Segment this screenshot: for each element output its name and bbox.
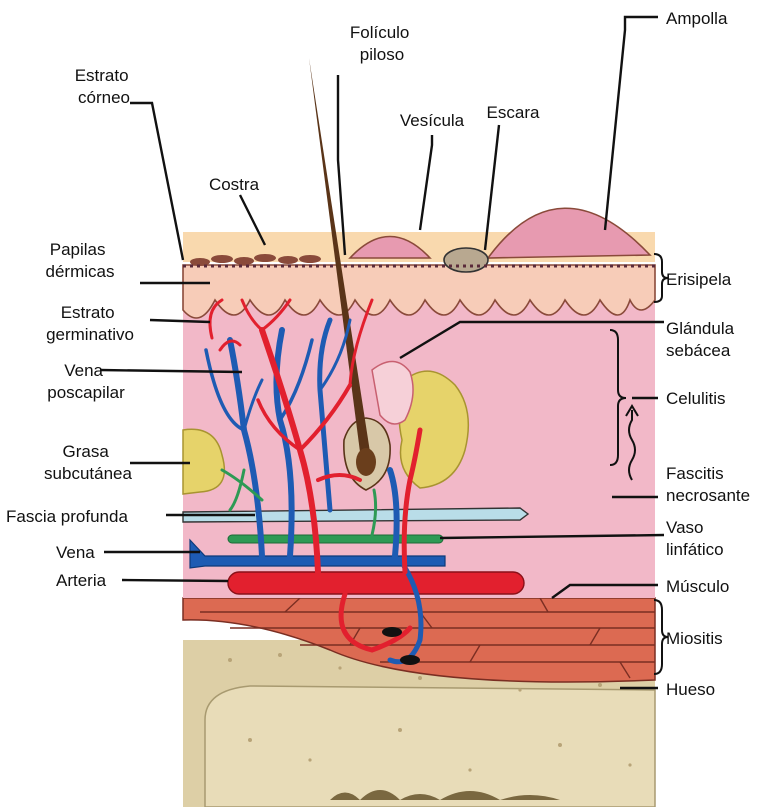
bone-cortex xyxy=(205,686,655,807)
ampolla-blister xyxy=(488,208,650,258)
label-vaso-linfatico: Vaso linfático xyxy=(666,518,724,559)
leader-estrato-corneo xyxy=(130,103,183,260)
leader-ampolla xyxy=(605,17,658,230)
label-vena-poscapilar-line1: Vena xyxy=(64,361,103,380)
label-ampolla: Ampolla xyxy=(666,9,728,28)
label-papilas-dermicas: Papilas dérmicas xyxy=(46,240,115,281)
label-erisipela: Erisipela xyxy=(666,270,732,289)
label-estrato-corneo-line1: Estrato xyxy=(75,66,129,85)
label-foliculo-piloso: Folículo piloso xyxy=(350,23,414,64)
label-glandula-line2: sebácea xyxy=(666,341,731,360)
label-vaso-line1: Vaso xyxy=(666,518,704,537)
label-miositis: Miositis xyxy=(666,629,723,648)
label-celulitis: Celulitis xyxy=(666,389,726,408)
vessel-knot-lower xyxy=(400,655,420,665)
leader-vesicula xyxy=(420,135,432,230)
label-glandula-line1: Glándula xyxy=(666,319,735,338)
label-fascia-profunda: Fascia profunda xyxy=(6,507,128,526)
label-costra: Costra xyxy=(209,175,260,194)
label-escara: Escara xyxy=(487,103,540,122)
label-papilas-line2: dérmicas xyxy=(46,262,115,281)
leader-arteria xyxy=(122,580,228,581)
hair-bulb xyxy=(356,448,376,476)
label-estrato-corneo: Estrato córneo xyxy=(75,66,134,107)
label-papilas-line1: Papilas xyxy=(50,240,106,259)
label-estrato-germinativo: Estrato germinativo xyxy=(46,303,134,344)
label-fascitis-line2: necrosante xyxy=(666,486,750,505)
label-vena-poscapilar: Vena poscapilar xyxy=(47,361,125,402)
leader-foliculo xyxy=(338,75,345,255)
escara-eschar xyxy=(444,248,488,272)
label-foliculo-line2: piloso xyxy=(360,45,404,64)
label-fascitis-necrosante: Fascitis necrosante xyxy=(666,464,750,505)
label-vesicula: Vesícula xyxy=(400,111,465,130)
vessel-knot-upper xyxy=(382,627,402,637)
label-vaso-line2: linfático xyxy=(666,540,724,559)
label-vena: Vena xyxy=(56,543,95,562)
label-fascitis-line1: Fascitis xyxy=(666,464,724,483)
label-estrato-corneo-line2: córneo xyxy=(78,88,130,107)
label-arteria: Arteria xyxy=(56,571,107,590)
label-grasa-subcutanea: Grasa subcutánea xyxy=(44,442,132,483)
tissue-illustration xyxy=(183,58,655,807)
label-musculo: Músculo xyxy=(666,577,729,596)
label-germinativo-line1: Estrato xyxy=(61,303,115,322)
label-hueso: Hueso xyxy=(666,680,715,699)
artery-main xyxy=(228,572,524,594)
leader-escara xyxy=(485,125,499,250)
label-vena-poscapilar-line2: poscapilar xyxy=(47,383,125,402)
label-grasa-line2: subcutánea xyxy=(44,464,132,483)
label-foliculo-line1: Folículo xyxy=(350,23,410,42)
label-glandula-sebacea: Glándula sebácea xyxy=(666,319,739,360)
label-grasa-line1: Grasa xyxy=(62,442,109,461)
label-germinativo-line2: germinativo xyxy=(46,325,134,344)
